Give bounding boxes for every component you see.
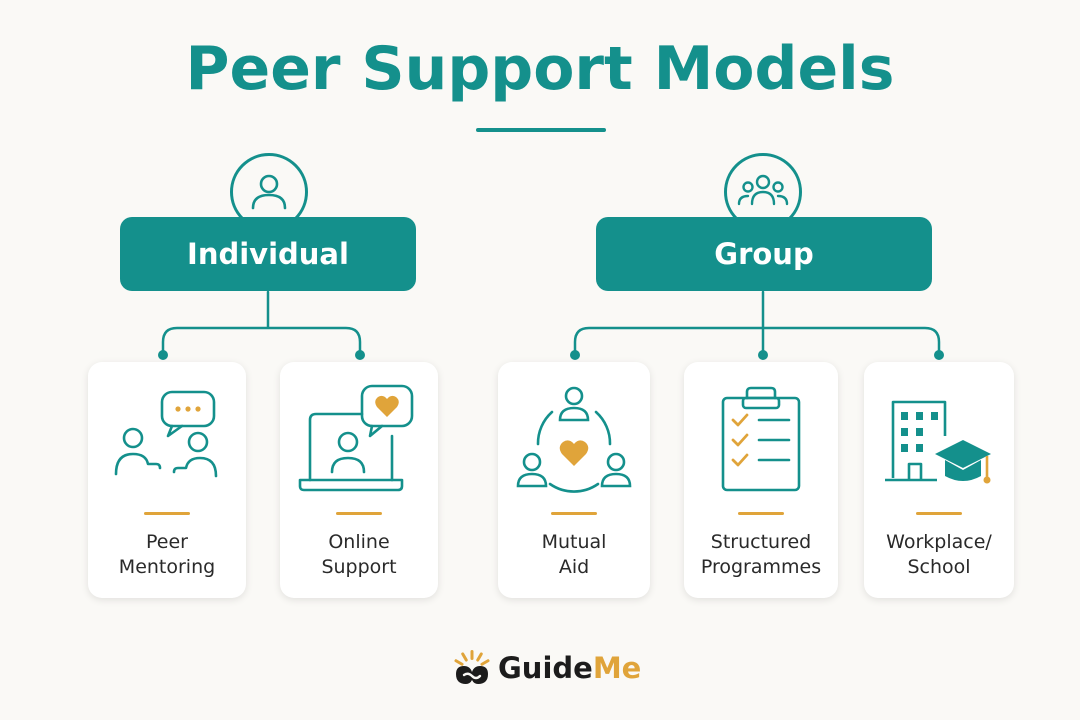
online-laptop-heart-icon (298, 384, 420, 498)
mentoring-chat-icon (108, 384, 226, 488)
clipboard-checklist-icon (719, 384, 803, 498)
card-online-support: Online Support (280, 362, 438, 598)
building-graduation-cap-icon (883, 384, 995, 498)
card-separator (144, 512, 190, 515)
mutual-aid-circle-heart-icon (516, 384, 632, 498)
card-label: Mutual Aid (541, 531, 607, 578)
card-mutual-aid: Mutual Aid (498, 362, 650, 598)
card-separator (336, 512, 382, 515)
title-underline (476, 128, 606, 132)
page-title: Peer Support Models (185, 34, 895, 104)
card-workplace-school: Workplace/ School (864, 362, 1014, 598)
card-label: Online Support (321, 531, 397, 578)
brand-name: GuideMe (498, 651, 642, 685)
card-separator (551, 512, 597, 515)
card-structured-programmes: Structured Programmes (684, 362, 838, 598)
guideme-logo: GuideMe (452, 646, 641, 690)
card-label: Workplace/ School (886, 531, 992, 578)
category-group: Group (596, 217, 932, 291)
category-individual: Individual (120, 217, 416, 291)
card-separator (916, 512, 962, 515)
card-separator (738, 512, 784, 515)
card-label: Peer Mentoring (118, 531, 216, 578)
sunrise-logo-icon (454, 650, 490, 684)
card-label: Structured Programmes (700, 531, 822, 578)
card-peer-mentoring: Peer Mentoring (88, 362, 246, 598)
